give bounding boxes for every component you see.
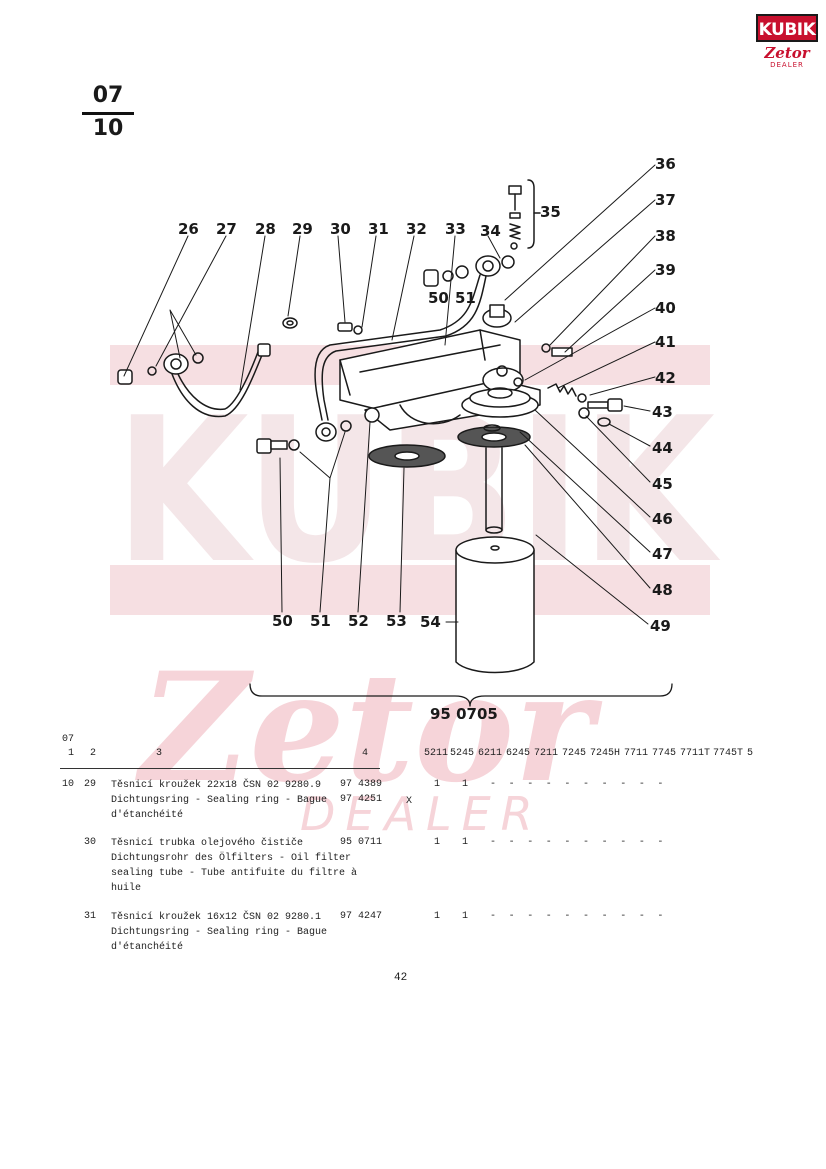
callout-30: 30: [330, 220, 351, 238]
model-col: 5245: [450, 748, 475, 759]
right-side-parts: [541, 343, 623, 427]
row-part-number-alt: 97 4251: [340, 794, 383, 805]
section-number: 07: [92, 83, 124, 108]
row-qty: 1: [434, 779, 441, 790]
row-pos: 30: [84, 837, 97, 848]
callout-49: 49: [650, 617, 671, 635]
row-qty: 1: [462, 837, 469, 848]
gasket-48: [457, 426, 531, 448]
section-divider: [82, 112, 134, 115]
callout-38: 38: [655, 227, 676, 245]
leader-lines: [123, 164, 656, 625]
table-page-label: 07: [62, 734, 75, 745]
model-col: 7245: [562, 748, 587, 759]
model-col: 6211: [478, 748, 503, 759]
callout-46: 46: [652, 510, 673, 528]
sheet-number: 10: [92, 116, 124, 141]
row-part-number: 97 4389: [340, 779, 383, 790]
filter-cartridge: [455, 536, 535, 674]
row-dashes: - - - - - - - - - -: [490, 837, 664, 848]
callout-50: 50: [272, 612, 293, 630]
callout-26: 26: [178, 220, 199, 238]
callout-35: 35: [540, 203, 561, 221]
callout-48: 48: [652, 581, 673, 599]
row-qty: 1: [434, 911, 441, 922]
relief-valve-bolt: [508, 185, 522, 250]
logo-dealer: DEALER: [770, 61, 804, 69]
callout-50-upper: 50: [428, 289, 449, 307]
callout-53: 53: [386, 612, 407, 630]
callout-36: 36: [655, 155, 676, 173]
callout-34: 34: [480, 222, 501, 240]
col-header-3: 3: [156, 748, 163, 759]
header-rule: [60, 768, 380, 769]
callout-37: 37: [655, 191, 676, 209]
bracket-35: [527, 179, 535, 249]
logo-zetor: Zetor: [764, 44, 810, 62]
filter-seal-plate: [461, 387, 539, 418]
callout-51-upper: 51: [455, 289, 476, 307]
watermark-zetor: Zetor: [135, 640, 603, 816]
row-qty: 1: [462, 779, 469, 790]
model-col: 7711T: [680, 748, 711, 759]
gasket-53: [368, 444, 446, 468]
row-pos: 29: [84, 779, 97, 790]
callout-28: 28: [255, 220, 276, 238]
model-col: 7711: [624, 748, 649, 759]
model-col: 5: [747, 748, 754, 759]
row-mark: X: [406, 796, 413, 807]
callout-33: 33: [445, 220, 466, 238]
row-part-number: 95 0711: [340, 837, 383, 848]
callout-40: 40: [655, 299, 676, 317]
callout-45: 45: [652, 475, 673, 493]
row-qty: 1: [434, 837, 441, 848]
page-number: 42: [394, 972, 408, 984]
callout-54: 54: [420, 613, 441, 631]
callout-42: 42: [655, 369, 676, 387]
row-description: Těsnicí kroužek 16x12 ČSN 02 9280.1 Dich…: [111, 912, 328, 953]
row-description: Těsnicí kroužek 22x18 ČSN 02 9280.9 Dich…: [111, 780, 328, 821]
watermark-band-bottom: [110, 565, 710, 615]
kubik-zetor-logo: KUBIK Zetor DEALER: [756, 14, 818, 70]
assembly-number: 95 0705: [430, 705, 498, 723]
callout-27: 27: [216, 220, 237, 238]
col-header-1: 1: [68, 748, 75, 759]
row-part-number: 97 4247: [340, 911, 383, 922]
callout-29: 29: [292, 220, 313, 238]
callout-41: 41: [655, 333, 676, 351]
row-dashes: - - - - - - - - - -: [490, 779, 664, 790]
row-qty: 1: [462, 911, 469, 922]
logo-kubik: KUBIK: [756, 14, 818, 42]
callout-47: 47: [652, 545, 673, 563]
model-col: 5211: [424, 748, 449, 759]
callout-52: 52: [348, 612, 369, 630]
col-header-4: 4: [362, 748, 369, 759]
watermark-dealer: DEALER: [300, 787, 543, 841]
center-tube: [485, 447, 503, 534]
oil-pipe-left: [117, 317, 298, 418]
oil-pipe-upper: [314, 255, 515, 421]
model-col: 7211: [534, 748, 559, 759]
model-col: 7745T: [713, 748, 744, 759]
model-col: 6245: [506, 748, 531, 759]
callout-51: 51: [310, 612, 331, 630]
row-dashes: - - - - - - - - - -: [490, 911, 664, 922]
model-col: 7745: [652, 748, 677, 759]
row-col1: 10: [62, 779, 75, 790]
callout-31: 31: [368, 220, 389, 238]
row-description: Těsnicí trubka olejového čističe Dichtun…: [111, 838, 358, 894]
model-col: 7245H: [590, 748, 621, 759]
col-header-2: 2: [90, 748, 97, 759]
callout-44: 44: [652, 439, 673, 457]
callout-32: 32: [406, 220, 427, 238]
row-pos: 31: [84, 911, 97, 922]
banjo-bolt-50: [256, 420, 352, 454]
callout-43: 43: [652, 403, 673, 421]
callout-39: 39: [655, 261, 676, 279]
